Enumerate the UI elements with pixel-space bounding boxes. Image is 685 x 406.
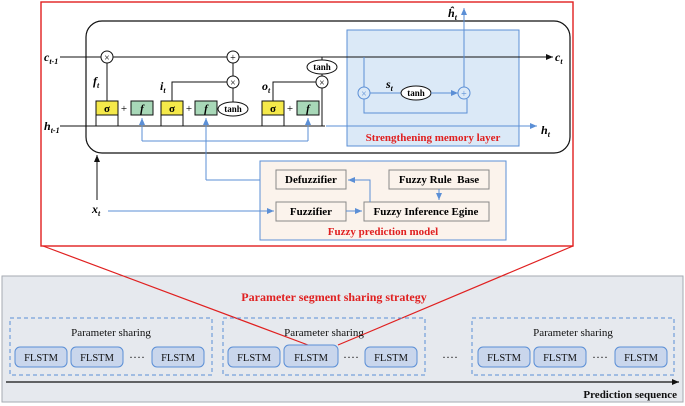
- flstm-1-2-label: FLSTM: [80, 353, 115, 364]
- group-1-label: Parameter sharing: [71, 327, 151, 339]
- sigma-label-3: σ: [270, 103, 276, 115]
- flstm-3-1-label: FLSTM: [487, 353, 522, 364]
- f-box-2: [194, 100, 218, 116]
- s-multiply-sign: ×: [361, 89, 367, 100]
- flstm-2-3-label: FLSTM: [374, 353, 409, 364]
- strengthening-memory-label: Strengthening memory layer: [366, 132, 501, 144]
- o-t-label: ot: [262, 79, 271, 95]
- output-multiply-sign: ×: [319, 78, 325, 89]
- input-multiply-sign: ×: [230, 78, 236, 89]
- flstm-3-2: [533, 346, 587, 368]
- f-box-1: [130, 100, 154, 116]
- flstm-1-1: [14, 346, 68, 368]
- f-label-1: f: [140, 103, 145, 115]
- flstm-2-1: [227, 346, 281, 368]
- group-2-dots: ····: [343, 350, 359, 364]
- flstm-3-2-label: FLSTM: [543, 353, 578, 364]
- cell-add-sign: +: [230, 53, 236, 64]
- flstm-1-2: [70, 346, 124, 368]
- forget-multiply-node: [100, 50, 114, 64]
- strategy-panel: [1, 275, 684, 403]
- h-hat-label: ĥt: [448, 5, 458, 22]
- flstm-2-1-label: FLSTM: [237, 353, 272, 364]
- s-add-sign: +: [461, 89, 467, 100]
- strategy-title: Parameter segment sharing strategy: [241, 290, 426, 304]
- h-t-label: ht: [541, 123, 551, 139]
- flstm-3-3: [614, 346, 668, 368]
- h-prev-label: ht-1: [44, 119, 60, 135]
- sigma-label-1: σ: [104, 103, 110, 115]
- c-t-label: ct: [555, 50, 563, 66]
- group-3-label: Parameter sharing: [533, 327, 613, 339]
- prediction-axis-label: Prediction sequence: [583, 389, 677, 401]
- tanh-label-2: tanh: [313, 62, 331, 72]
- inference-to-defuzz: [348, 177, 371, 202]
- rule-base-label: Fuzzy Rule Base: [399, 174, 479, 186]
- group-1-dots: ····: [129, 350, 145, 364]
- flstm-3-1: [477, 346, 531, 368]
- i-branch-line: [171, 81, 233, 101]
- group-2-label: Parameter sharing: [284, 327, 364, 339]
- input-multiply-node: [226, 75, 240, 89]
- flstm-1-1-label: FLSTM: [24, 353, 59, 364]
- plus-sign-1: +: [121, 103, 127, 115]
- group-3-dots: ····: [592, 350, 608, 364]
- s-t-label: st: [385, 77, 394, 93]
- flstm-2-3: [364, 346, 418, 368]
- flstm-1-3-label: FLSTM: [161, 353, 196, 364]
- flstm-1-3: [151, 346, 205, 368]
- flstm-3-3-label: FLSTM: [624, 353, 659, 364]
- forget-multiply-sign: ×: [104, 53, 110, 64]
- o-branch-line: [272, 81, 317, 101]
- f-box-3: [296, 100, 320, 116]
- strengthening-memory-region: [346, 29, 520, 147]
- defuzzifier-label: Defuzzifier: [285, 174, 337, 186]
- f-label-3: f: [306, 103, 311, 115]
- tanh-label-1: tanh: [224, 104, 242, 114]
- x-t-label: xt: [91, 202, 101, 218]
- c-prev-label: ct-1: [44, 50, 58, 66]
- flstm-2-2-label: FLSTM: [294, 353, 329, 364]
- plus-sign-3: +: [287, 103, 293, 115]
- sigma-box-1: [95, 100, 119, 116]
- sharing-group-1: [9, 317, 213, 376]
- defuzzifier-box: [275, 169, 347, 190]
- h-into-s: [363, 99, 468, 114]
- sigma-label-2: σ: [169, 103, 175, 115]
- fuzzy-model-title: Fuzzy prediction model: [328, 226, 438, 238]
- lstm-cell-box: [85, 20, 571, 154]
- inference-label: Fuzzy Inference Egine: [374, 206, 479, 218]
- plus-sign-2: +: [186, 103, 192, 115]
- inference-box: [363, 201, 490, 222]
- zoom-line-right: [337, 245, 574, 346]
- sharing-group-3: [471, 317, 675, 376]
- fuzzifier-label: Fuzzifier: [290, 206, 332, 218]
- cell-add-node: [226, 50, 240, 64]
- sharing-group-2: [222, 317, 426, 376]
- between-groups-dots: ····: [442, 350, 458, 364]
- zoom-line-left: [42, 245, 309, 346]
- tanh-label-3: tanh: [407, 88, 425, 98]
- f-label-2: f: [204, 103, 209, 115]
- f-t-label: ft: [93, 74, 100, 90]
- flstm-2-2: [283, 344, 339, 368]
- i-t-label: it: [160, 79, 166, 95]
- tanh-node-1: [217, 101, 249, 117]
